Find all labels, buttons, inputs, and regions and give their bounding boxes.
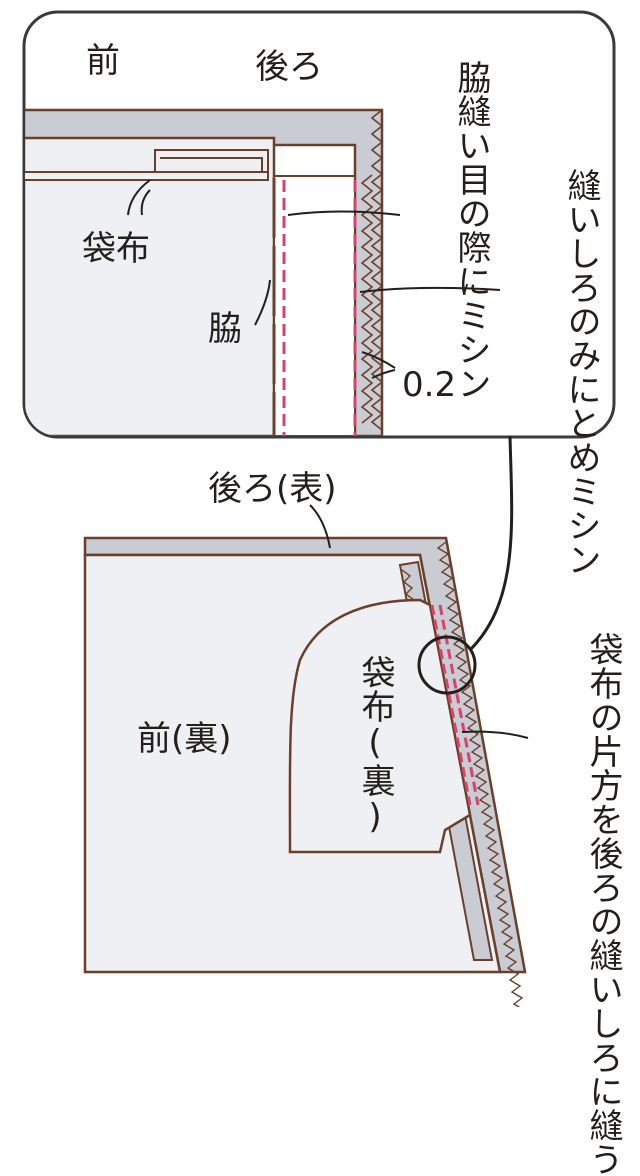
label-front-reverse: 前(裏)	[137, 719, 232, 759]
detail-panel	[22, 10, 616, 439]
label-pocket-bag-reverse: 袋布(裏)	[355, 655, 395, 837]
label-seam-stitch-note: 脇縫い目の際にミシン	[451, 60, 491, 400]
pocket-bag-overview	[288, 598, 472, 854]
label-back-face: 後ろ(表)	[208, 469, 337, 509]
label-allowance-stitch-note: 縫いしろのみにとめミシン	[561, 168, 601, 576]
pocket-bag-layer-1	[25, 171, 269, 181]
label-back-detail: 後ろ	[255, 47, 323, 87]
leader-allowance-stitch	[359, 286, 501, 293]
label-pocket-bag-detail: 袋布	[82, 229, 150, 269]
overlock-overview	[436, 541, 524, 1007]
label-instruction: 袋布の片方を後ろの縫いしろに縫う	[583, 632, 623, 1176]
sewing-diagram	[22, 10, 616, 1007]
label-gap-value: 0.2	[402, 365, 457, 405]
leader-back-face	[309, 504, 331, 549]
label-front-detail: 前	[86, 41, 120, 81]
callout-connector	[468, 435, 514, 652]
leader-pocket-bag	[127, 179, 151, 216]
leader-seam-stitch	[287, 210, 401, 216]
leader-gap	[361, 351, 396, 379]
pocket-bag-layer-2	[154, 149, 269, 173]
overview-diagram	[83, 504, 529, 1007]
detail-callout-circle	[417, 635, 477, 695]
leader-instruction	[461, 730, 529, 739]
label-side-detail: 脇	[208, 309, 242, 349]
leader-side	[254, 279, 271, 326]
front-fabric-detail	[25, 136, 276, 436]
